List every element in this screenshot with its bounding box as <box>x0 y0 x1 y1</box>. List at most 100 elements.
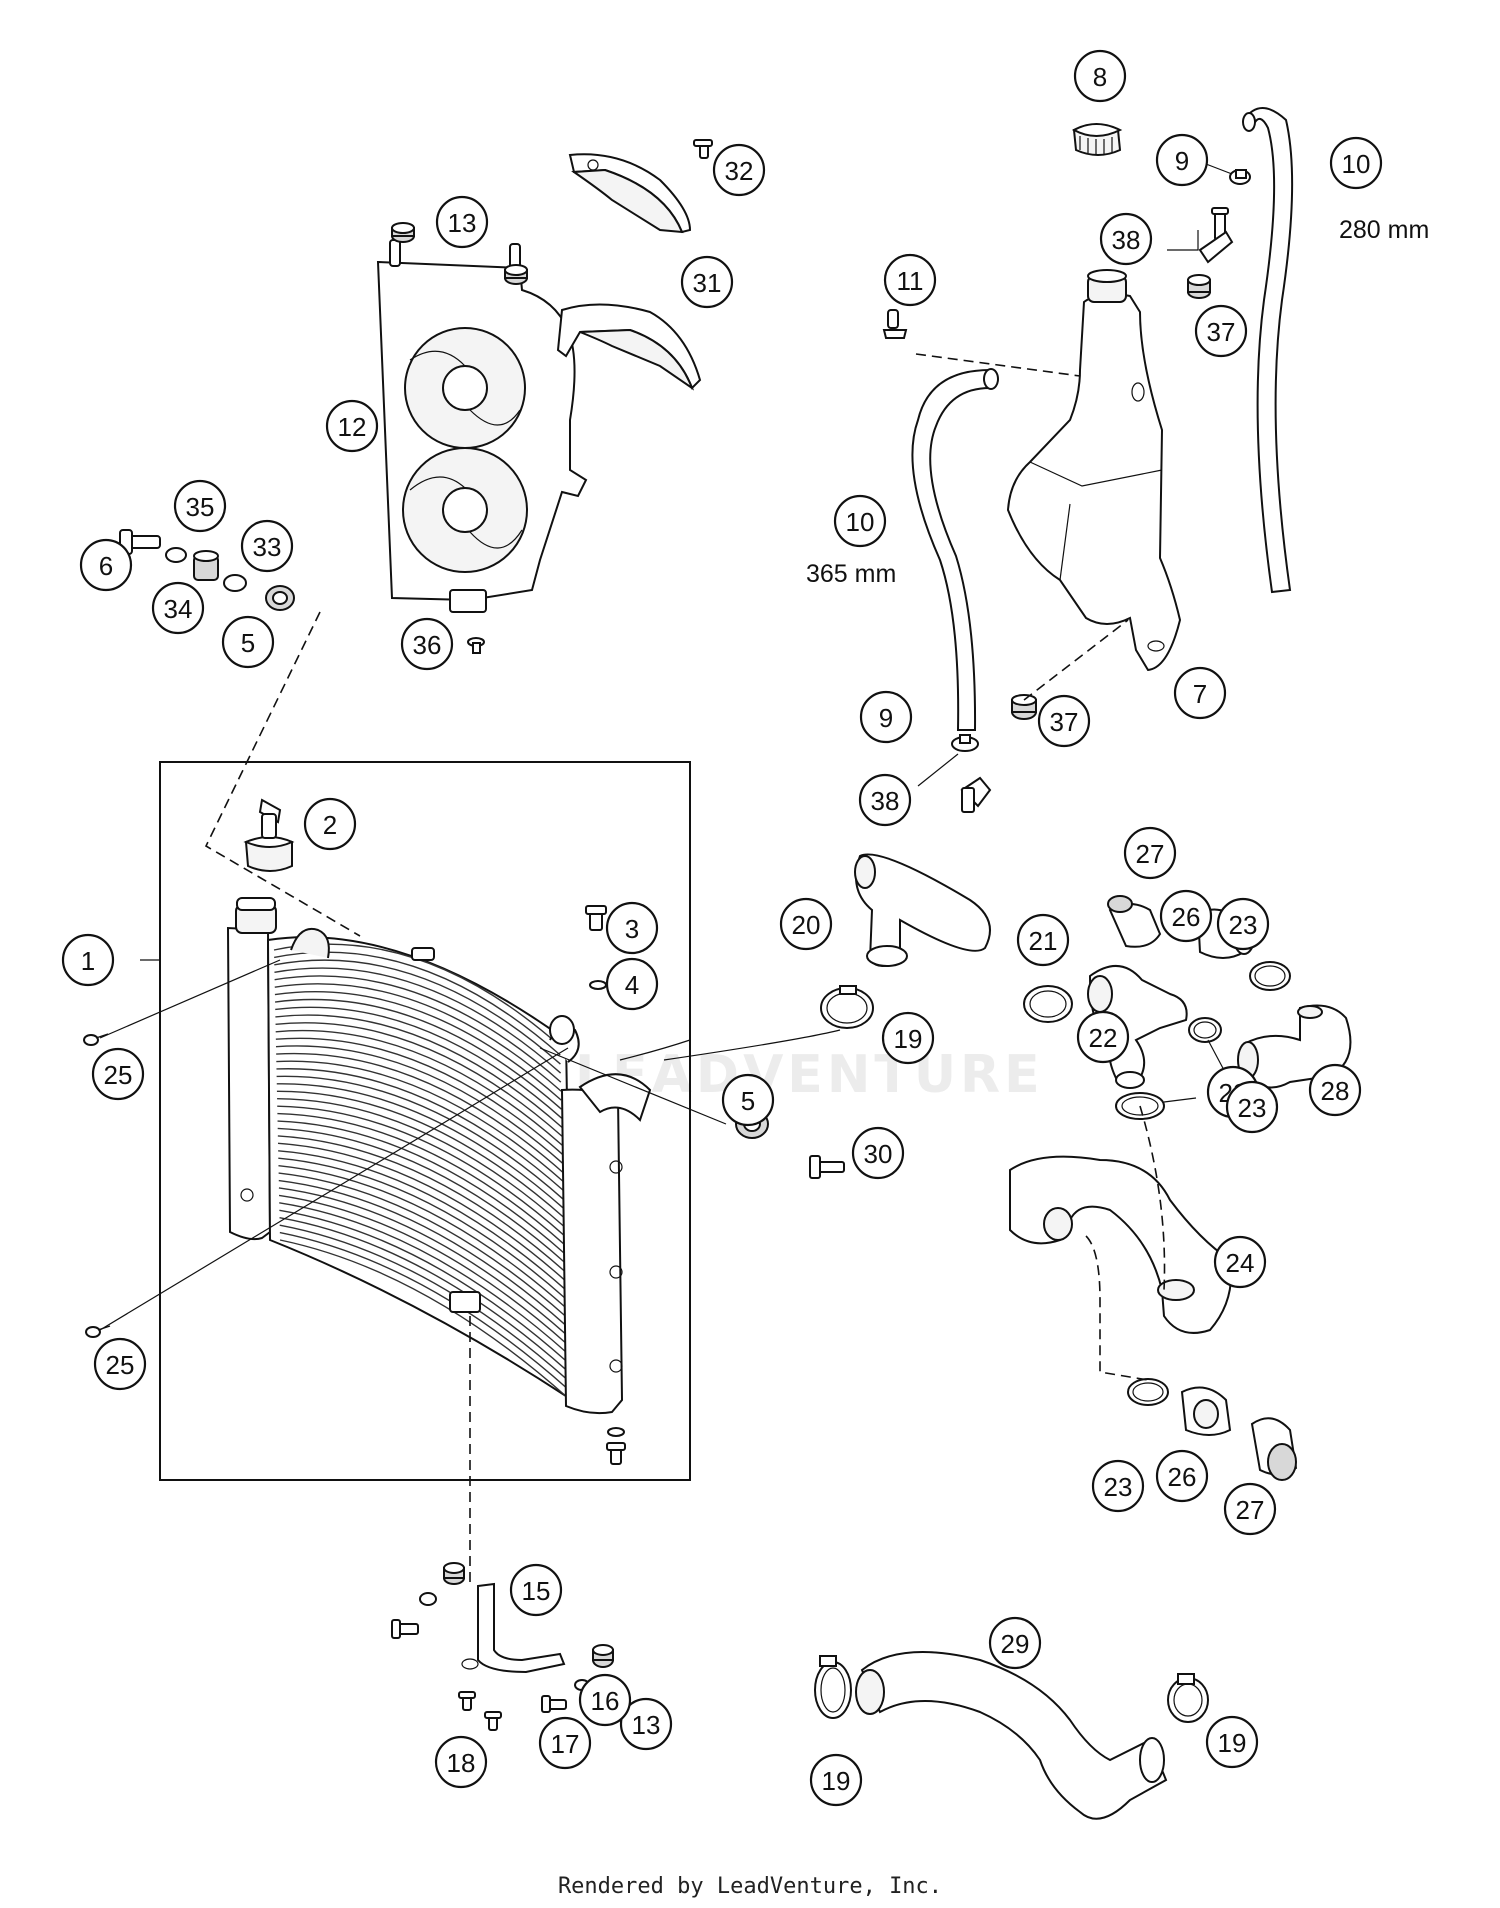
dimension-label-280: 280 mm <box>1339 216 1429 244</box>
bolt-lower <box>606 1442 626 1465</box>
callout-20: 20 <box>779 897 833 951</box>
callout-number: 37 <box>1050 707 1079 737</box>
leader-5-right <box>539 1047 727 1125</box>
callout-number: 25 <box>106 1350 135 1380</box>
dash-line-screw <box>915 353 1081 377</box>
radiator-assembly-frame <box>159 761 691 1481</box>
callout-number: 19 <box>894 1024 923 1054</box>
callout-23: 23 <box>1225 1080 1279 1134</box>
dash-line-clamp <box>1139 1105 1166 1291</box>
callout-19: 19 <box>809 1753 863 1807</box>
leader-9-lower <box>917 753 959 787</box>
grommet-upper-left <box>391 222 415 243</box>
grommet-tank-upper <box>1187 274 1211 299</box>
callout-number: 23 <box>1238 1093 1267 1123</box>
callout-26: 26 <box>1159 889 1213 943</box>
leader-38-upper <box>1167 230 1199 251</box>
watermark: LEADVENTURE <box>575 1045 1044 1105</box>
bolt-17 <box>541 1695 567 1713</box>
hose-radiator-lower <box>855 1651 1168 1820</box>
callout-number: 25 <box>104 1060 133 1090</box>
callout-number: 23 <box>1104 1472 1133 1502</box>
washer-small <box>589 980 607 990</box>
callout-5: 5 <box>221 615 275 669</box>
fan-cover-upper <box>568 153 692 234</box>
callout-number: 36 <box>413 630 442 660</box>
screw-tank <box>882 309 908 339</box>
callout-19: 19 <box>1205 1715 1259 1769</box>
callout-17: 17 <box>538 1716 592 1770</box>
callout-number: 31 <box>693 268 722 298</box>
callout-number: 24 <box>1226 1248 1255 1278</box>
bushing <box>193 550 219 581</box>
hose-clamp-19-upper <box>820 985 874 1029</box>
callout-layer: 1234556789910101112131315161718191919202… <box>61 49 1383 1807</box>
callout-13: 13 <box>619 1697 673 1751</box>
hose-clamp-23-lower <box>1127 1378 1169 1406</box>
callout-number: 3 <box>625 914 639 944</box>
callout-33: 33 <box>240 519 294 573</box>
callout-number: 23 <box>1229 910 1258 940</box>
hose-overflow <box>1242 107 1294 594</box>
hose-clamp-19-left <box>814 1655 852 1719</box>
callout-11: 11 <box>883 253 937 307</box>
callout-number: 21 <box>1029 926 1058 956</box>
callout-10: 10 <box>833 494 887 548</box>
callout-22: 22 <box>1076 1010 1130 1064</box>
callout-16: 16 <box>578 1673 632 1727</box>
callout-number: 26 <box>1168 1462 1197 1492</box>
rubber-grommet-left <box>265 585 295 611</box>
callout-number: 12 <box>338 412 367 442</box>
callout-number: 34 <box>164 594 193 624</box>
dash-line-tank-grommet <box>1023 619 1129 701</box>
callout-number: 7 <box>1193 679 1207 709</box>
callout-3: 3 <box>605 901 659 955</box>
callout-12: 12 <box>325 399 379 453</box>
callout-number: 27 <box>1236 1495 1265 1525</box>
screws-18 <box>458 1691 502 1731</box>
callout-9: 9 <box>1155 133 1209 187</box>
spacer <box>223 574 247 592</box>
callout-28: 28 <box>1308 1063 1362 1117</box>
bolt-bracket-left <box>391 1619 419 1639</box>
callout-4: 4 <box>605 957 659 1011</box>
callout-37: 37 <box>1194 304 1248 358</box>
callout-number: 2 <box>323 810 337 840</box>
callout-number: 5 <box>241 628 255 658</box>
hose-clamp-19-right <box>1167 1673 1209 1723</box>
grommet-bracket-right <box>592 1644 614 1668</box>
leader-19-clamp <box>663 1029 841 1061</box>
callout-number: 11 <box>897 266 924 296</box>
callout-number: 37 <box>1207 317 1236 347</box>
callout-number: 32 <box>725 156 754 186</box>
callout-number: 19 <box>1218 1728 1247 1758</box>
hose-radiator-upper <box>854 853 991 967</box>
hose-tank <box>911 368 999 731</box>
callout-number: 27 <box>1136 839 1165 869</box>
screw-fan-bottom <box>467 637 485 654</box>
callout-number: 19 <box>822 1766 851 1796</box>
callout-number: 16 <box>591 1686 620 1716</box>
washer-lower <box>607 1427 625 1437</box>
callout-number: 35 <box>186 492 215 522</box>
hose-clamp-23-upper <box>1249 961 1291 991</box>
callout-number: 30 <box>864 1139 893 1169</box>
callout-32: 32 <box>712 143 766 197</box>
dash-line-hose <box>1085 1235 1149 1381</box>
hose-clamp-small-upper <box>1229 169 1251 185</box>
callout-2: 2 <box>303 797 357 851</box>
callout-13: 13 <box>435 195 489 249</box>
callout-8: 8 <box>1073 49 1127 103</box>
callout-37: 37 <box>1037 694 1091 748</box>
bolt-small <box>585 905 607 931</box>
callout-21: 21 <box>1016 913 1070 967</box>
callout-number: 38 <box>871 786 900 816</box>
callout-19: 19 <box>881 1011 935 1065</box>
bolt-30 <box>809 1155 845 1179</box>
leader-25-lower <box>99 1047 569 1331</box>
callout-number: 4 <box>625 970 639 1000</box>
callout-38: 38 <box>1099 212 1153 266</box>
callout-number: 20 <box>792 910 821 940</box>
callout-number: 22 <box>1089 1023 1118 1053</box>
